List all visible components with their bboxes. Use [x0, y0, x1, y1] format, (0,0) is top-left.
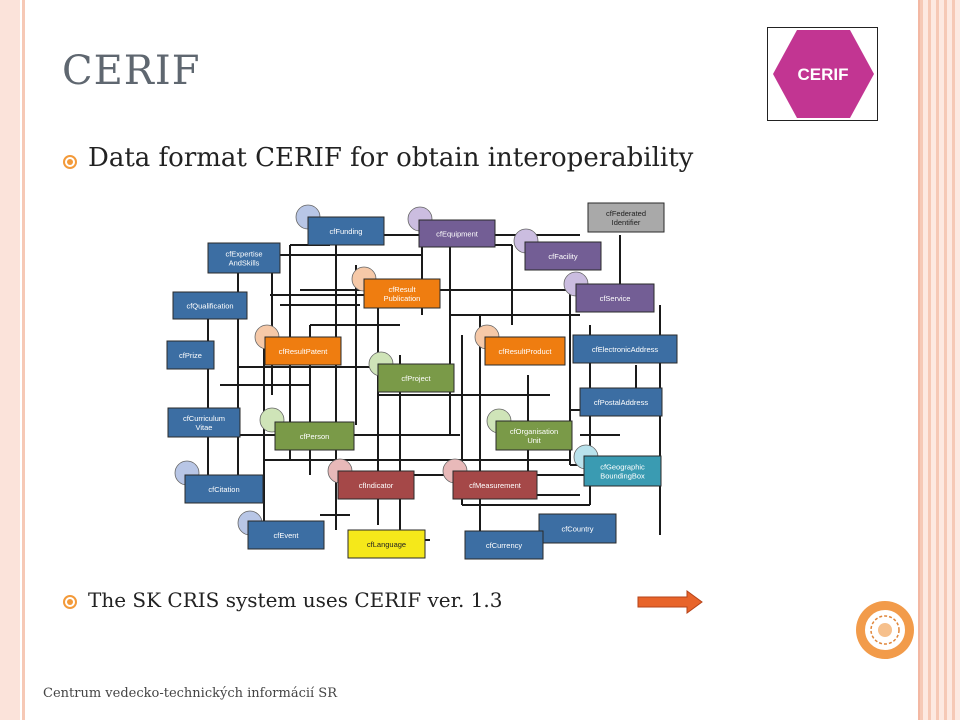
- entity-label: cfFederated: [606, 209, 646, 218]
- entity-label: cfMeasurement: [469, 481, 522, 490]
- entity-label: cfCountry: [561, 525, 593, 534]
- entity-citation: cfCitation: [174, 460, 264, 504]
- entity-label: cfPostalAddress: [594, 398, 648, 407]
- entity-box: [167, 407, 241, 438]
- left-frame-band: [0, 0, 20, 720]
- entity-label: cfProject: [401, 374, 431, 383]
- entity-currency: cfCurrency: [464, 530, 544, 560]
- bullet-text-1: Data format CERIF for obtain interoperab…: [88, 143, 694, 173]
- entity-label: cfIndicator: [359, 481, 394, 490]
- entity-label: Identifier: [612, 218, 641, 227]
- entity-box: [264, 336, 342, 366]
- entity-eaddress: cfElectronicAddress: [572, 334, 678, 364]
- entity-box: [347, 529, 426, 559]
- left-frame-line: [22, 0, 25, 720]
- bullet-text-2: The SK CRIS system uses CERIF ver. 1.3: [88, 588, 503, 612]
- entity-label: cfGeographic: [600, 463, 645, 472]
- entity-box: [538, 513, 617, 544]
- cvti-seal-icon: [856, 601, 914, 659]
- entity-box: [377, 363, 455, 393]
- cerif-logo: CERIF: [767, 27, 878, 121]
- entity-indicator: cfIndicator: [327, 458, 415, 500]
- entity-box: [307, 216, 385, 246]
- entity-label: AndSkills: [229, 259, 260, 268]
- entity-label: cfCitation: [208, 485, 239, 494]
- bullet-icon: [63, 595, 77, 609]
- entity-label: cfPerson: [300, 432, 330, 441]
- entity-label: cfResultProduct: [499, 347, 553, 356]
- entity-box: [464, 530, 544, 560]
- entity-event: cfEvent: [237, 510, 325, 550]
- entity-box: [184, 474, 264, 504]
- entity-prize: cfPrize: [166, 340, 215, 370]
- footer-text: Centrum vedecko-technických informácií S…: [43, 686, 337, 701]
- entity-box: [166, 340, 215, 370]
- diagram-entities: cfFunding cfEquipment cfFederatedIdentifie…: [166, 202, 678, 560]
- entity-resultpatent: cfResultPatent: [254, 324, 342, 366]
- entity-facility: cfFacility: [513, 228, 602, 271]
- entity-label: cfEvent: [273, 531, 299, 540]
- entity-person: cfPerson: [259, 407, 355, 451]
- entity-box: [495, 420, 573, 451]
- entity-label: cfService: [600, 294, 631, 303]
- entity-box: [274, 421, 355, 451]
- entity-label: cfExpertise: [225, 250, 262, 259]
- entity-label: BoundingBox: [600, 472, 645, 481]
- entity-label: Unit: [527, 436, 541, 445]
- slide-title: CERIF: [62, 48, 201, 94]
- entity-box: [587, 202, 665, 233]
- entity-label: cfElectronicAddress: [592, 345, 659, 354]
- entity-box: [579, 387, 663, 417]
- entity-funding: cfFunding: [295, 204, 385, 246]
- entity-box: [247, 520, 325, 550]
- entity-label: cfQualification: [186, 302, 233, 311]
- logo-text: CERIF: [798, 65, 849, 84]
- entity-box: [418, 219, 496, 248]
- entity-project: cfProject: [368, 351, 455, 393]
- entity-box: [583, 455, 662, 487]
- entity-label: cfOrganisation: [510, 427, 558, 436]
- entity-equipment: cfEquipment: [407, 206, 496, 248]
- entity-label: cfFacility: [548, 252, 577, 261]
- entity-box: [452, 470, 538, 500]
- entity-label: cfLanguage: [367, 540, 406, 549]
- entity-label: cfResult: [388, 285, 416, 294]
- right-arrow-icon[interactable]: [637, 590, 703, 614]
- entity-language: cfLanguage: [347, 529, 426, 559]
- entity-paddress: cfPostalAddress: [579, 387, 663, 417]
- entity-measurement: cfMeasurement: [442, 458, 538, 500]
- cerif-entity-diagram: cfFunding cfEquipment cfFederatedIdentifie…: [166, 202, 678, 560]
- entity-box: [575, 283, 655, 313]
- entity-country: cfCountry: [538, 513, 617, 544]
- entity-label: Vitae: [196, 423, 213, 432]
- entity-label: cfResultPatent: [279, 347, 329, 356]
- right-frame-band: [920, 0, 960, 720]
- entity-qualification: cfQualification: [172, 291, 248, 320]
- bullet-icon: [63, 155, 77, 169]
- entity-label: cfCurriculum: [183, 414, 225, 423]
- entity-box: [337, 470, 415, 500]
- entity-label: Publication: [384, 294, 421, 303]
- entity-service: cfService: [563, 271, 655, 313]
- entity-box: [484, 336, 566, 366]
- cerif-logo-hexagon-icon: CERIF: [773, 30, 874, 118]
- entity-box: [524, 241, 602, 271]
- entity-box: [172, 291, 248, 320]
- entity-resultproduct: cfResultProduct: [474, 324, 566, 366]
- entity-label: cfFunding: [330, 227, 363, 236]
- entity-label: cfCurrency: [486, 541, 523, 550]
- entity-label: cfPrize: [179, 351, 202, 360]
- entity-box: [207, 242, 281, 274]
- entity-box: [363, 278, 441, 309]
- entity-box: [572, 334, 678, 364]
- entity-label: cfEquipment: [436, 230, 479, 239]
